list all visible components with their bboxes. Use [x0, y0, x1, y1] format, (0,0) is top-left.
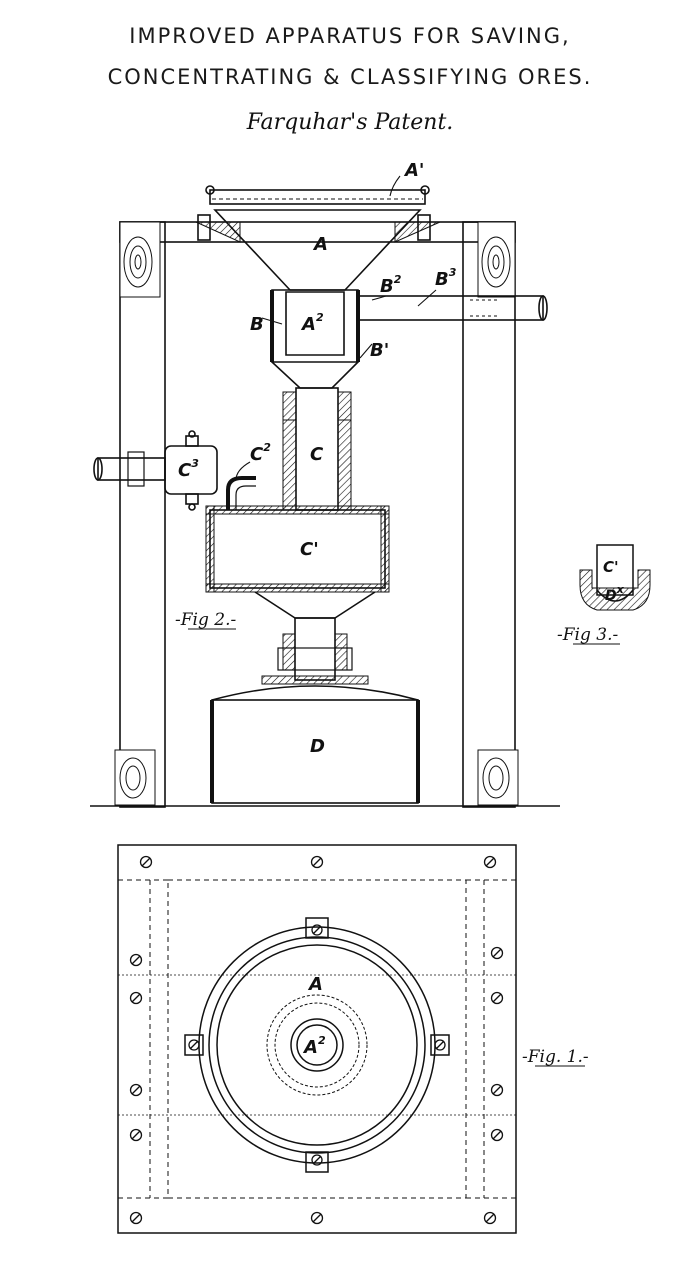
label-B3-sup: 3 [449, 266, 457, 279]
wood-block-bottom-right [477, 749, 519, 806]
svg-text:B2: B2 [380, 273, 402, 297]
label-D: D [310, 736, 325, 757]
label-B3: B [435, 269, 449, 290]
lower-neck [294, 617, 336, 681]
label-A2: A [300, 314, 316, 335]
title-line-1: IMPROVED APPARATUS FOR SAVING, [129, 24, 571, 48]
plan-frame [117, 844, 517, 1234]
plan-screws [129, 855, 504, 1225]
label-C3-sup: 3 [191, 457, 199, 470]
patent-subtitle: Farquhar's Patent. [246, 110, 454, 135]
elbow-C2 [226, 476, 256, 510]
inlet-pipe [97, 457, 166, 481]
fig2-elevation [90, 175, 560, 808]
receiver-lid [211, 685, 419, 701]
fig2-caption: -Fig 2.- [175, 610, 236, 630]
svg-text:Dx: Dx [605, 583, 625, 604]
wood-block-bottom-left [114, 749, 156, 806]
fig3-caption: -Fig 3.- [557, 625, 618, 645]
label-C2-sup: 2 [263, 441, 271, 454]
svg-text:A: A [307, 974, 323, 995]
fig1-label-A2-sup: 2 [318, 1034, 326, 1047]
label-C-prime: C' [300, 539, 319, 560]
fig1-label-A2: A [302, 1037, 318, 1058]
label-B2: B [380, 276, 394, 297]
fig3-labels: C' Dx -Fig 3.- [557, 558, 625, 645]
label-Dx: D [605, 588, 617, 604]
pipe-B3 [357, 295, 544, 321]
svg-text:A2: A2 [300, 311, 324, 335]
cone-lower [254, 591, 376, 619]
svg-text:B: B [250, 314, 264, 335]
svg-text:C: C [310, 444, 324, 465]
fig3-detail [579, 544, 651, 611]
label-C3: C [178, 460, 192, 481]
hopper-rim [209, 189, 426, 205]
label-B-prime: B' [370, 340, 389, 361]
right-post [462, 221, 516, 808]
fig2-labels: A' A A2 B B' B2 B3 C C' C2 C3 D -Fig 2.- [175, 160, 457, 757]
left-post [119, 221, 166, 808]
svg-text:D: D [310, 736, 325, 757]
label-B2-sup: 2 [394, 273, 402, 286]
label-Dx-sup: x [616, 583, 625, 596]
wood-block-top-left [119, 221, 161, 298]
label-A-prime: A' [403, 160, 424, 181]
svg-text:A': A' [403, 160, 424, 181]
cone-B-prime [271, 361, 359, 389]
fig1-label-A: A [307, 974, 323, 995]
svg-text:C3: C3 [178, 457, 199, 481]
label-B: B [250, 314, 264, 335]
label-A2-sup: 2 [316, 311, 324, 324]
label-C2: C [250, 444, 264, 465]
fig3-label-C-prime: C' [603, 558, 619, 576]
svg-text:B': B' [370, 340, 389, 361]
svg-text:B3: B3 [435, 266, 457, 290]
chamber-C-prime [209, 509, 386, 589]
svg-text:C2: C2 [250, 441, 271, 465]
fig1-labels: A A2 -Fig. 1.- [302, 974, 589, 1067]
fig1-caption: -Fig. 1.- [522, 1047, 589, 1067]
svg-text:C': C' [603, 558, 619, 576]
wood-block-top-right [477, 221, 516, 298]
inner-A2-circle [290, 1018, 344, 1072]
svg-text:A2: A2 [302, 1034, 326, 1058]
fig1-plan [117, 844, 517, 1234]
label-A: A [312, 234, 328, 255]
label-C: C [310, 444, 324, 465]
svg-text:A: A [312, 234, 328, 255]
title-line-2: CONCENTRATING & CLASSIFYING ORES. [107, 65, 593, 89]
svg-text:C': C' [300, 539, 319, 560]
inner-A2 [285, 291, 345, 356]
